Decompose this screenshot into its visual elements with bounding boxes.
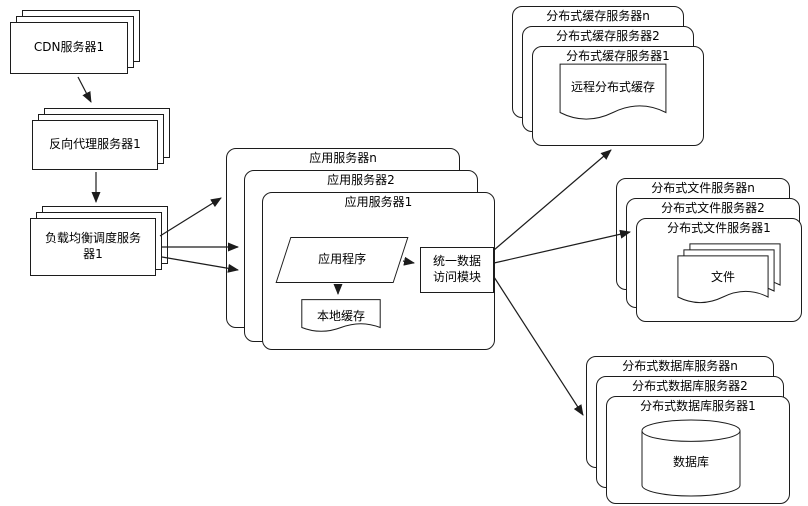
data-access-label: 统一数据 访问模块 [432, 254, 481, 284]
document-shape [301, 299, 381, 337]
app-server-layer-n-label: 应用服务器n [309, 151, 377, 165]
cdn-label: CDN服务器1 [33, 40, 105, 55]
edge-dataaccess-to-dbservers [493, 276, 584, 416]
edge-dataaccess-to-cacheservers [493, 149, 612, 251]
load-balancer-front-layer: 负载均衡调度服务 器1 [30, 218, 156, 276]
file-server-layer-1-label: 分布式文件服务器1 [667, 221, 771, 235]
file-server-layer-1: 分布式文件服务器1 文件 [636, 218, 802, 322]
database-label: 数据库 [672, 454, 709, 469]
cache-server-layer-1: 分布式缓存服务器1 远程分布式缓存 [532, 46, 704, 146]
application-label: 应用程序 [317, 252, 366, 267]
db-server-layer-1-label: 分布式数据库服务器1 [640, 399, 756, 413]
edge-dataaccess-to-fileservers [493, 229, 631, 264]
local-cache-label: 本地缓存 [316, 308, 365, 323]
remote-cache-node: 远程分布式缓存 [559, 63, 667, 129]
document-shape [677, 255, 769, 311]
app-server-layer-1-label: 应用服务器1 [344, 195, 413, 209]
app-server-layer-2-label: 应用服务器2 [327, 173, 395, 187]
db-server-layer-1: 分布式数据库服务器1 数据库 [606, 396, 790, 504]
cache-server-layer-1-label: 分布式缓存服务器1 [566, 49, 670, 63]
edge-cdn-to-proxy [77, 76, 92, 103]
reverse-proxy-front-layer: 反向代理服务器1 [32, 120, 158, 170]
file-label: 文件 [710, 269, 735, 284]
data-access-node: 统一数据 访问模块 [420, 247, 494, 293]
cdn-front-layer: CDN服务器1 [10, 22, 128, 74]
cylinder-shape [641, 419, 741, 497]
local-cache-node: 本地缓存 [301, 299, 381, 337]
db-server-layer-2-label: 分布式数据库服务器2 [632, 379, 748, 393]
database-node: 数据库 [641, 419, 741, 497]
load-balancer-label: 负载均衡调度服务 器1 [44, 231, 141, 261]
cache-server-layer-n-label: 分布式缓存服务器n [546, 9, 650, 23]
remote-cache-label: 远程分布式缓存 [570, 80, 655, 95]
document-shape [559, 63, 667, 129]
app-server-layer-1: 应用服务器1 应用程序 本地缓存 统一数据 访问模块 [262, 192, 495, 350]
file-doc-front: 文件 [677, 255, 769, 311]
edge-loadbalancer-to-app-n [159, 197, 222, 237]
cache-server-layer-2-label: 分布式缓存服务器2 [556, 29, 660, 43]
application-node: 应用程序 [275, 237, 409, 283]
file-server-layer-2-label: 分布式文件服务器2 [661, 201, 765, 215]
reverse-proxy-label: 反向代理服务器1 [49, 137, 141, 152]
db-server-layer-n-label: 分布式数据库服务器n [622, 359, 738, 373]
file-server-layer-n-label: 分布式文件服务器n [651, 181, 755, 195]
